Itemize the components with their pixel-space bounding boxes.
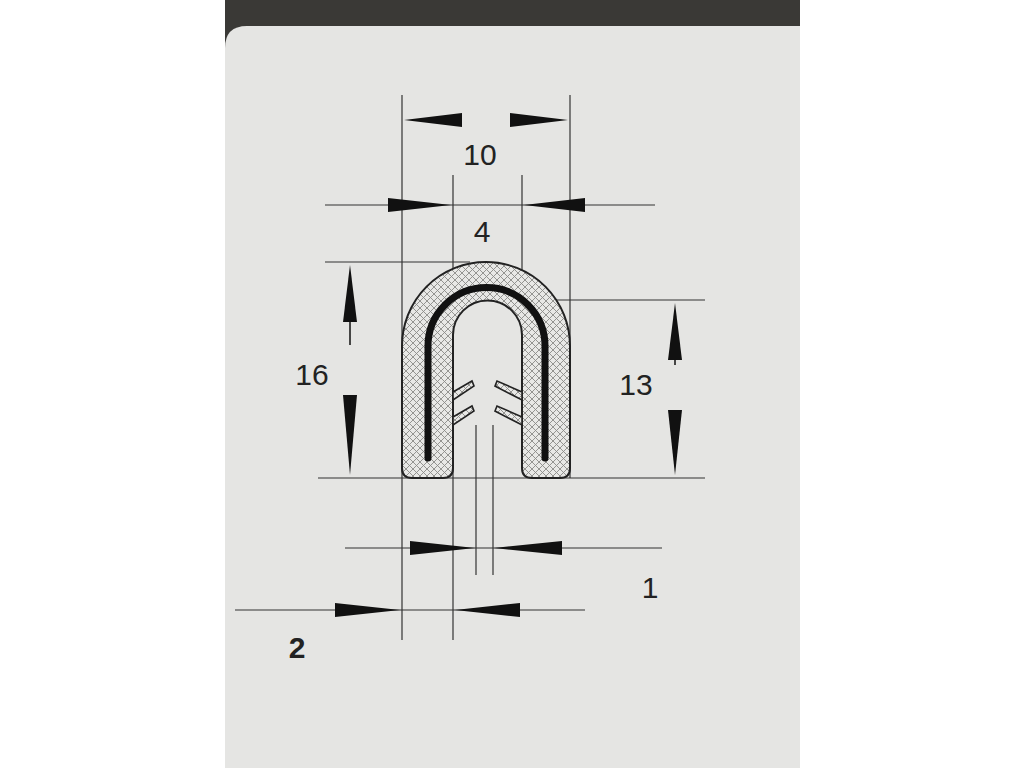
photo-edge [225,0,800,768]
dimension-value: 10 [463,140,496,170]
metal-core [428,288,545,458]
gripping-fins [453,381,522,425]
dimension-value: 1 [642,573,659,603]
dimension-lines [350,322,675,410]
dimension-value: 16 [295,360,328,390]
extension-lines [235,95,705,640]
dimension-value: 2 [289,633,306,663]
trim-profile [402,262,570,478]
dimension-value: 4 [474,217,491,247]
dimension-value: 13 [619,370,652,400]
dimension-arrows [335,113,682,617]
card [225,26,800,768]
